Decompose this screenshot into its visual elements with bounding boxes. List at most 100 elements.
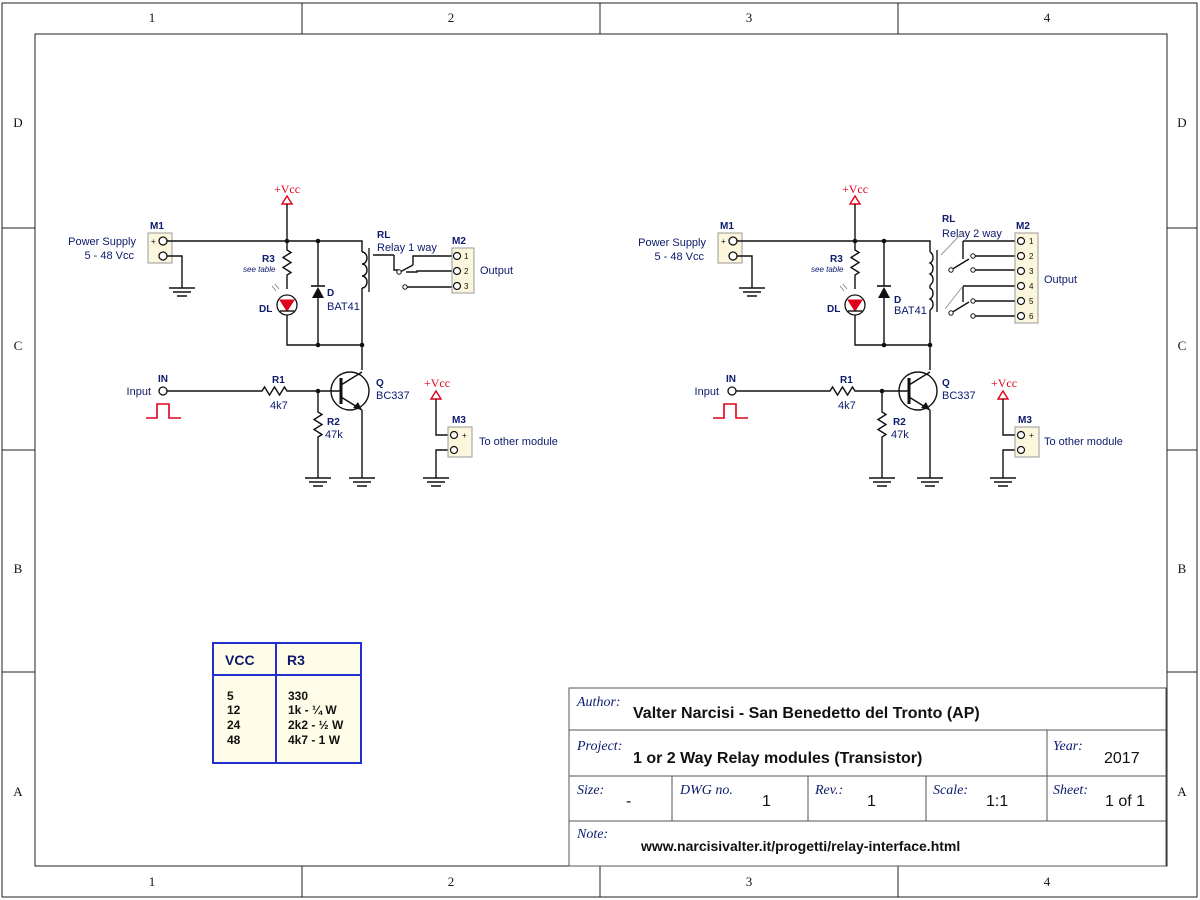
column-label-top: 2 [448,10,455,25]
project-key: Project: [576,739,622,754]
table-cell: 48 [227,733,241,747]
m2-pin: 2 [1029,252,1034,261]
ground-icon [349,477,375,487]
in-label: Input [127,386,151,398]
rl-value: Relay 2 way [942,228,1002,240]
author-value: Valter Narcisi - San Benedetto del Tront… [633,705,980,722]
row-label-left: C [14,338,23,353]
vcc-arrow-icon [848,194,862,241]
m3-ref: M3 [1018,415,1032,426]
scale-value: 1:1 [986,793,1008,810]
relay-coil-icon [928,250,938,312]
table-header: VCC [225,652,255,668]
row-label-right: C [1178,338,1187,353]
ground-icon [305,477,331,487]
q-value: BC337 [942,390,976,402]
ground-icon [917,477,943,487]
year-key: Year: [1053,739,1083,754]
m1-connector: + [717,232,743,264]
rl-ref: RL [942,214,955,225]
m2-pin: 1 [464,252,469,261]
vcc-arrow-icon [280,194,294,241]
sheet-value: 1 of 1 [1105,793,1145,810]
table-cell: 1k - ¼ W [288,703,337,717]
in-ref: IN [726,374,736,385]
note-key: Note: [576,827,608,842]
diode-icon [877,285,891,298]
m2-pin: 5 [1029,297,1034,306]
m3-label: To other module [1044,436,1123,448]
table-cell: 12 [227,703,241,717]
m3-plus-mark: + [1029,431,1034,440]
vcc-arrow-icon [996,389,1010,400]
m3-ref: M3 [452,415,466,426]
vcc-arrow-icon [429,389,443,400]
m2-label: Output [1044,274,1077,286]
in-label: Input [695,386,719,398]
column-label-top: 1 [149,10,156,25]
input-terminal [158,386,168,396]
note-value: www.narcisivalter.it/progetti/relay-inte… [640,838,960,854]
m1-ref: M1 [720,221,734,232]
rl-value: Relay 1 way [377,242,437,254]
relay-contact-icon [944,285,1021,319]
r3-note: see table [243,265,276,274]
relay-contact-icon [373,254,457,290]
r1-ref: R1 [272,375,285,386]
q-ref: Q [376,378,384,389]
m2-label: Output [480,265,513,277]
m1-plus-mark: + [151,237,156,246]
row-label-left: A [13,784,23,799]
column-label-top: 3 [746,10,753,25]
m2-pin: 6 [1029,312,1034,321]
project-value: 1 or 2 Way Relay modules (Transistor) [633,750,922,767]
m2-ref: M2 [452,236,466,247]
m1-sub-label: 5 - 48 Vcc [84,250,134,262]
pulse-icon [146,403,181,419]
r2-ref: R2 [327,417,340,428]
row-label-right: B [1178,561,1187,576]
q-ref: Q [942,378,950,389]
diode-icon [311,285,325,298]
r1-value: 4k7 [838,400,856,412]
m2-connector: 1 2 3 [451,247,475,294]
column-label-bottom: 4 [1044,874,1051,889]
m1-connector: + [147,232,173,264]
m2-pin: 2 [464,267,469,276]
m3-connector: + [1014,426,1040,458]
r3-ref: R3 [830,254,843,265]
dwg-key: DWG no. [679,783,733,798]
dwg-value: 1 [762,793,771,810]
r1-value: 4k7 [270,400,288,412]
table-cell: 5 [227,689,234,703]
row-label-left: B [14,561,23,576]
r2-value: 47k [891,429,909,441]
d-ref: D [327,288,334,299]
m3-connector: + [447,426,473,458]
ground-icon [423,477,449,487]
size-value: - [626,793,631,810]
m1-ref: M1 [150,221,164,232]
dl-ref: DL [827,304,840,315]
relay-contact-icon [948,240,1021,273]
d-value: BAT41 [327,301,360,313]
table-cell: 4k7 - 1 W [288,733,341,747]
m2-pin: 4 [1029,282,1034,291]
m3-label: To other module [479,436,558,448]
m1-label: Power Supply [638,237,706,249]
column-label-bottom: 3 [746,874,753,889]
table-cell: 24 [227,718,241,732]
relay-coil-icon [361,248,370,292]
ground-icon [990,477,1016,487]
led-icon [271,283,298,316]
m2-pin: 3 [1029,267,1034,276]
m1-sub-label: 5 - 48 Vcc [654,251,704,263]
title-block: Author: Valter Narcisi - San Benedetto d… [568,687,1167,867]
r2-value: 47k [325,429,343,441]
column-label-bottom: 2 [448,874,455,889]
table-header: R3 [287,652,305,668]
author-key: Author: [576,695,621,710]
row-label-right: A [1177,784,1187,799]
r3-ref: R3 [262,254,275,265]
